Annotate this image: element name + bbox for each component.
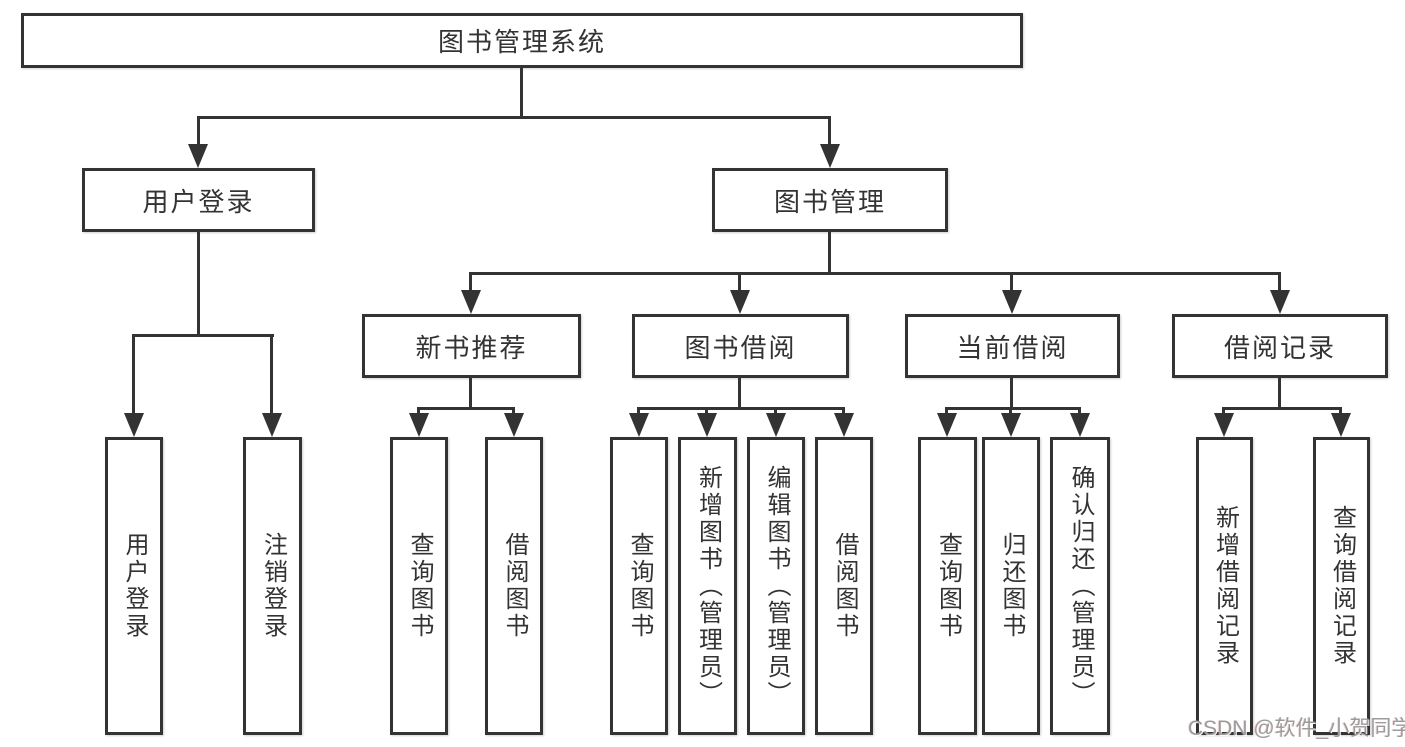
arrowhead-icon bbox=[834, 413, 854, 437]
arrowhead-icon bbox=[188, 144, 208, 168]
node-book-borrowing: 图书借阅 bbox=[632, 314, 849, 378]
leaf-query-borrow-record: 查询借阅记录 bbox=[1313, 437, 1370, 735]
arrowhead-icon bbox=[262, 413, 282, 437]
connector-borrow-stem bbox=[738, 378, 741, 409]
connector-arrow-stem bbox=[197, 116, 200, 150]
leaf-logout: 注销登录 bbox=[243, 437, 302, 735]
leaf-return-books: 归还图书 bbox=[982, 437, 1040, 735]
connector-userlogin-stem bbox=[197, 232, 200, 336]
arrowhead-icon bbox=[697, 413, 717, 437]
connector-arrow-stem bbox=[828, 116, 831, 150]
arrowhead-icon bbox=[937, 413, 957, 437]
connector-newbook-stem bbox=[469, 378, 472, 409]
connector-arrow-stem bbox=[1278, 272, 1281, 296]
leaf-query-books-recommend: 查询图书 bbox=[390, 437, 448, 735]
arrowhead-icon bbox=[1001, 413, 1021, 437]
leaf-confirm-return-admin: 确认归还（管理员） bbox=[1050, 437, 1110, 735]
leaf-add-books-admin: 新增图书（管理员） bbox=[678, 437, 737, 735]
leaf-user-login: 用户登录 bbox=[105, 437, 163, 735]
arrowhead-icon bbox=[1214, 413, 1234, 437]
node-borrowing-records: 借阅记录 bbox=[1172, 314, 1388, 378]
arrowhead-icon bbox=[766, 413, 786, 437]
node-book-management: 图书管理 bbox=[712, 168, 948, 232]
connector-borrow-hline bbox=[637, 407, 845, 410]
arrowhead-icon bbox=[504, 413, 524, 437]
connector-arrow-stem bbox=[738, 272, 741, 296]
leaf-edit-books-admin: 编辑图书（管理员） bbox=[747, 437, 805, 735]
arrowhead-icon bbox=[461, 290, 481, 314]
arrowhead-icon bbox=[629, 413, 649, 437]
node-user-login: 用户登录 bbox=[82, 168, 315, 232]
leaf-borrow-books: 借阅图书 bbox=[815, 437, 873, 735]
arrowhead-icon bbox=[730, 290, 750, 314]
leaf-query-books-current: 查询图书 bbox=[918, 437, 977, 735]
connector-arrow-stem bbox=[270, 334, 273, 419]
arrowhead-icon bbox=[124, 413, 144, 437]
connector-records-hline bbox=[1222, 407, 1342, 410]
connector-bookmgmt-stem bbox=[828, 232, 831, 274]
connector-root-stem bbox=[520, 68, 523, 118]
csdn-watermark: CSDN @软件_小贺同学 bbox=[1188, 717, 1405, 740]
connector-arrow-stem bbox=[469, 272, 472, 296]
arrowhead-icon bbox=[1270, 290, 1290, 314]
leaf-query-books-borrowing: 查询图书 bbox=[610, 437, 668, 735]
arrowhead-icon bbox=[409, 413, 429, 437]
node-current-borrowing: 当前借阅 bbox=[905, 314, 1120, 378]
arrowhead-icon bbox=[1070, 413, 1090, 437]
connector-newbook-hline bbox=[417, 407, 515, 410]
connector-root-hline bbox=[197, 116, 831, 119]
arrowhead-icon bbox=[1331, 413, 1351, 437]
leaf-borrow-books-recommend: 借阅图书 bbox=[485, 437, 543, 735]
arrowhead-icon bbox=[820, 144, 840, 168]
connector-userlogin-hline bbox=[132, 334, 274, 337]
connector-current-stem bbox=[1010, 378, 1013, 409]
arrowhead-icon bbox=[1002, 290, 1022, 314]
connector-arrow-stem bbox=[132, 334, 135, 419]
node-new-book-recommend: 新书推荐 bbox=[362, 314, 581, 378]
node-library-management-system: 图书管理系统 bbox=[21, 13, 1023, 68]
connector-arrow-stem bbox=[1010, 272, 1013, 296]
leaf-add-borrow-record: 新增借阅记录 bbox=[1196, 437, 1253, 735]
connector-records-stem bbox=[1278, 378, 1281, 409]
connector-bookmgmt-hline bbox=[469, 272, 1281, 275]
connector-current-hline bbox=[945, 407, 1081, 410]
